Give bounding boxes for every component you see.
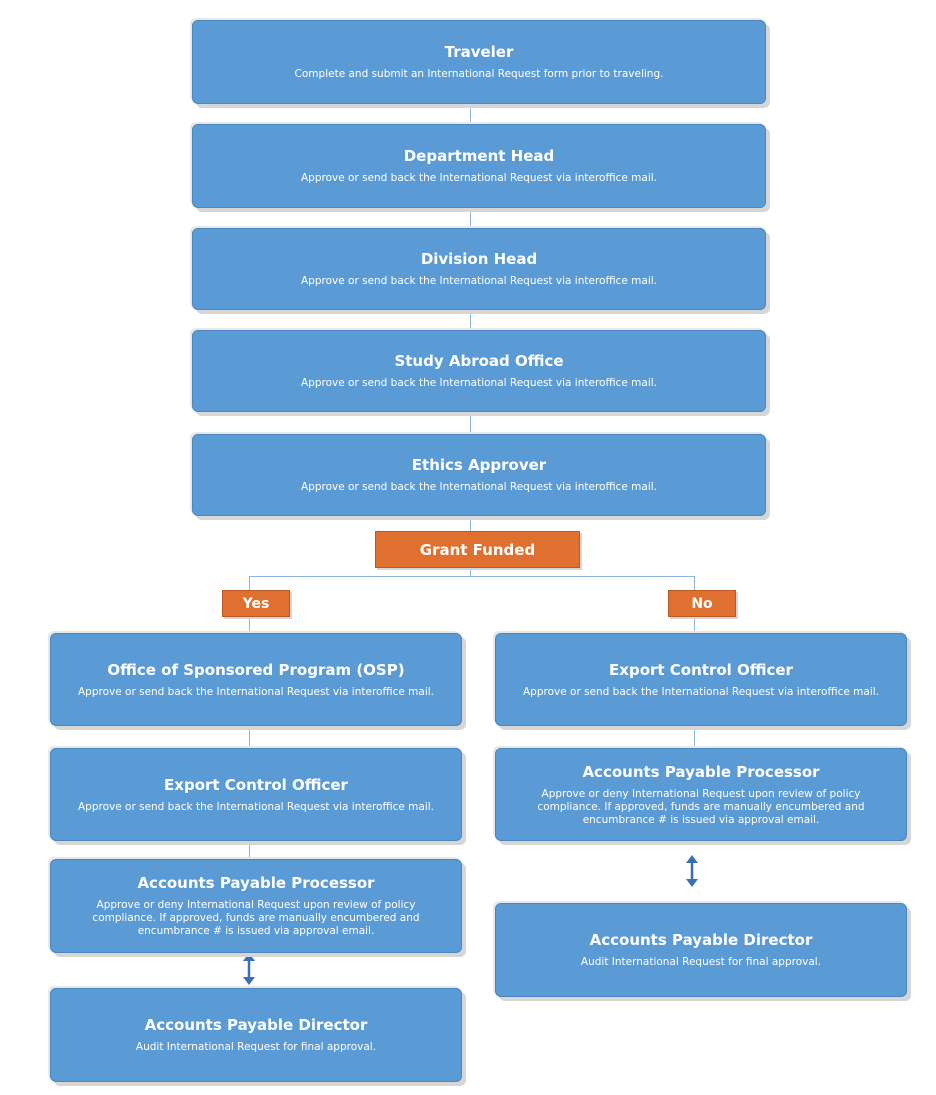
step-no-export-control: Export Control Officer Approve or send b… [495,633,907,726]
step-title: Study Abroad Office [394,352,564,370]
step-description: Approve or send back the International R… [77,685,435,698]
step-study-abroad-office: Study Abroad Office Approve or send back… [192,330,766,412]
step-yes-export-control: Export Control Officer Approve or send b… [50,748,462,841]
connector-split-no [694,576,695,590]
connector-export-ap [249,841,250,859]
step-description: Approve or send back the International R… [300,172,658,184]
step-yes-ap-director: Accounts Payable Director Audit Internat… [50,988,462,1082]
connector-yes-osp [249,617,250,633]
decision-grant-funded: Grant Funded [375,531,580,568]
step-description: Approve or send back the International R… [300,377,658,389]
connector-grant-split [470,568,471,576]
connector-no-export-ap [694,726,695,748]
connector-osp-export [249,726,250,748]
step-description: Approve or send back the International R… [522,685,880,698]
step-yes-osp: Office of Sponsored Program (OSP) Approv… [50,633,462,726]
branch-label-yes: Yes [222,590,290,617]
step-description: Approve or send back the International R… [77,800,435,813]
step-description: Audit International Request for final ap… [580,956,822,968]
step-description: Audit International Request for final ap… [135,1041,377,1053]
double-arrow-icon [243,953,255,985]
step-description: Complete and submit an International Req… [294,68,664,80]
step-description: Approve or send back the International R… [300,481,658,493]
step-title: Department Head [403,147,555,165]
step-yes-ap-processor: Accounts Payable Processor Approve or de… [50,859,462,953]
double-arrow-icon [686,855,698,887]
connector-dept-division [470,208,471,228]
branch-label-no: No [668,590,736,617]
connector-ethics-grant [470,516,471,531]
connector-no-export [694,617,695,633]
connector-study-ethics [470,412,471,434]
step-department-head: Department Head Approve or send back the… [192,124,766,208]
step-title: Export Control Officer [609,660,793,679]
step-title: Office of Sponsored Program (OSP) [107,660,405,679]
step-title: Accounts Payable Director [144,1016,368,1034]
step-title: Accounts Payable Processor [582,762,820,781]
step-title: Accounts Payable Director [589,931,813,949]
step-no-ap-processor: Accounts Payable Processor Approve or de… [495,748,907,841]
step-description: Approve or deny International Request up… [537,787,865,826]
step-no-ap-director: Accounts Payable Director Audit Internat… [495,903,907,997]
step-division-head: Division Head Approve or send back the I… [192,228,766,310]
connector-split-horizontal [249,576,694,577]
step-description: Approve or deny International Request up… [92,899,420,937]
connector-traveler-dept [470,104,471,124]
step-description: Approve or send back the International R… [300,275,658,287]
step-title: Export Control Officer [164,775,348,794]
step-title: Accounts Payable Processor [137,874,375,892]
step-traveler: Traveler Complete and submit an Internat… [192,20,766,104]
connector-division-study [470,310,471,330]
step-title: Division Head [420,250,538,268]
step-title: Ethics Approver [411,456,547,474]
step-ethics-approver: Ethics Approver Approve or send back the… [192,434,766,516]
connector-split-yes [249,576,250,590]
step-title: Traveler [444,43,514,61]
